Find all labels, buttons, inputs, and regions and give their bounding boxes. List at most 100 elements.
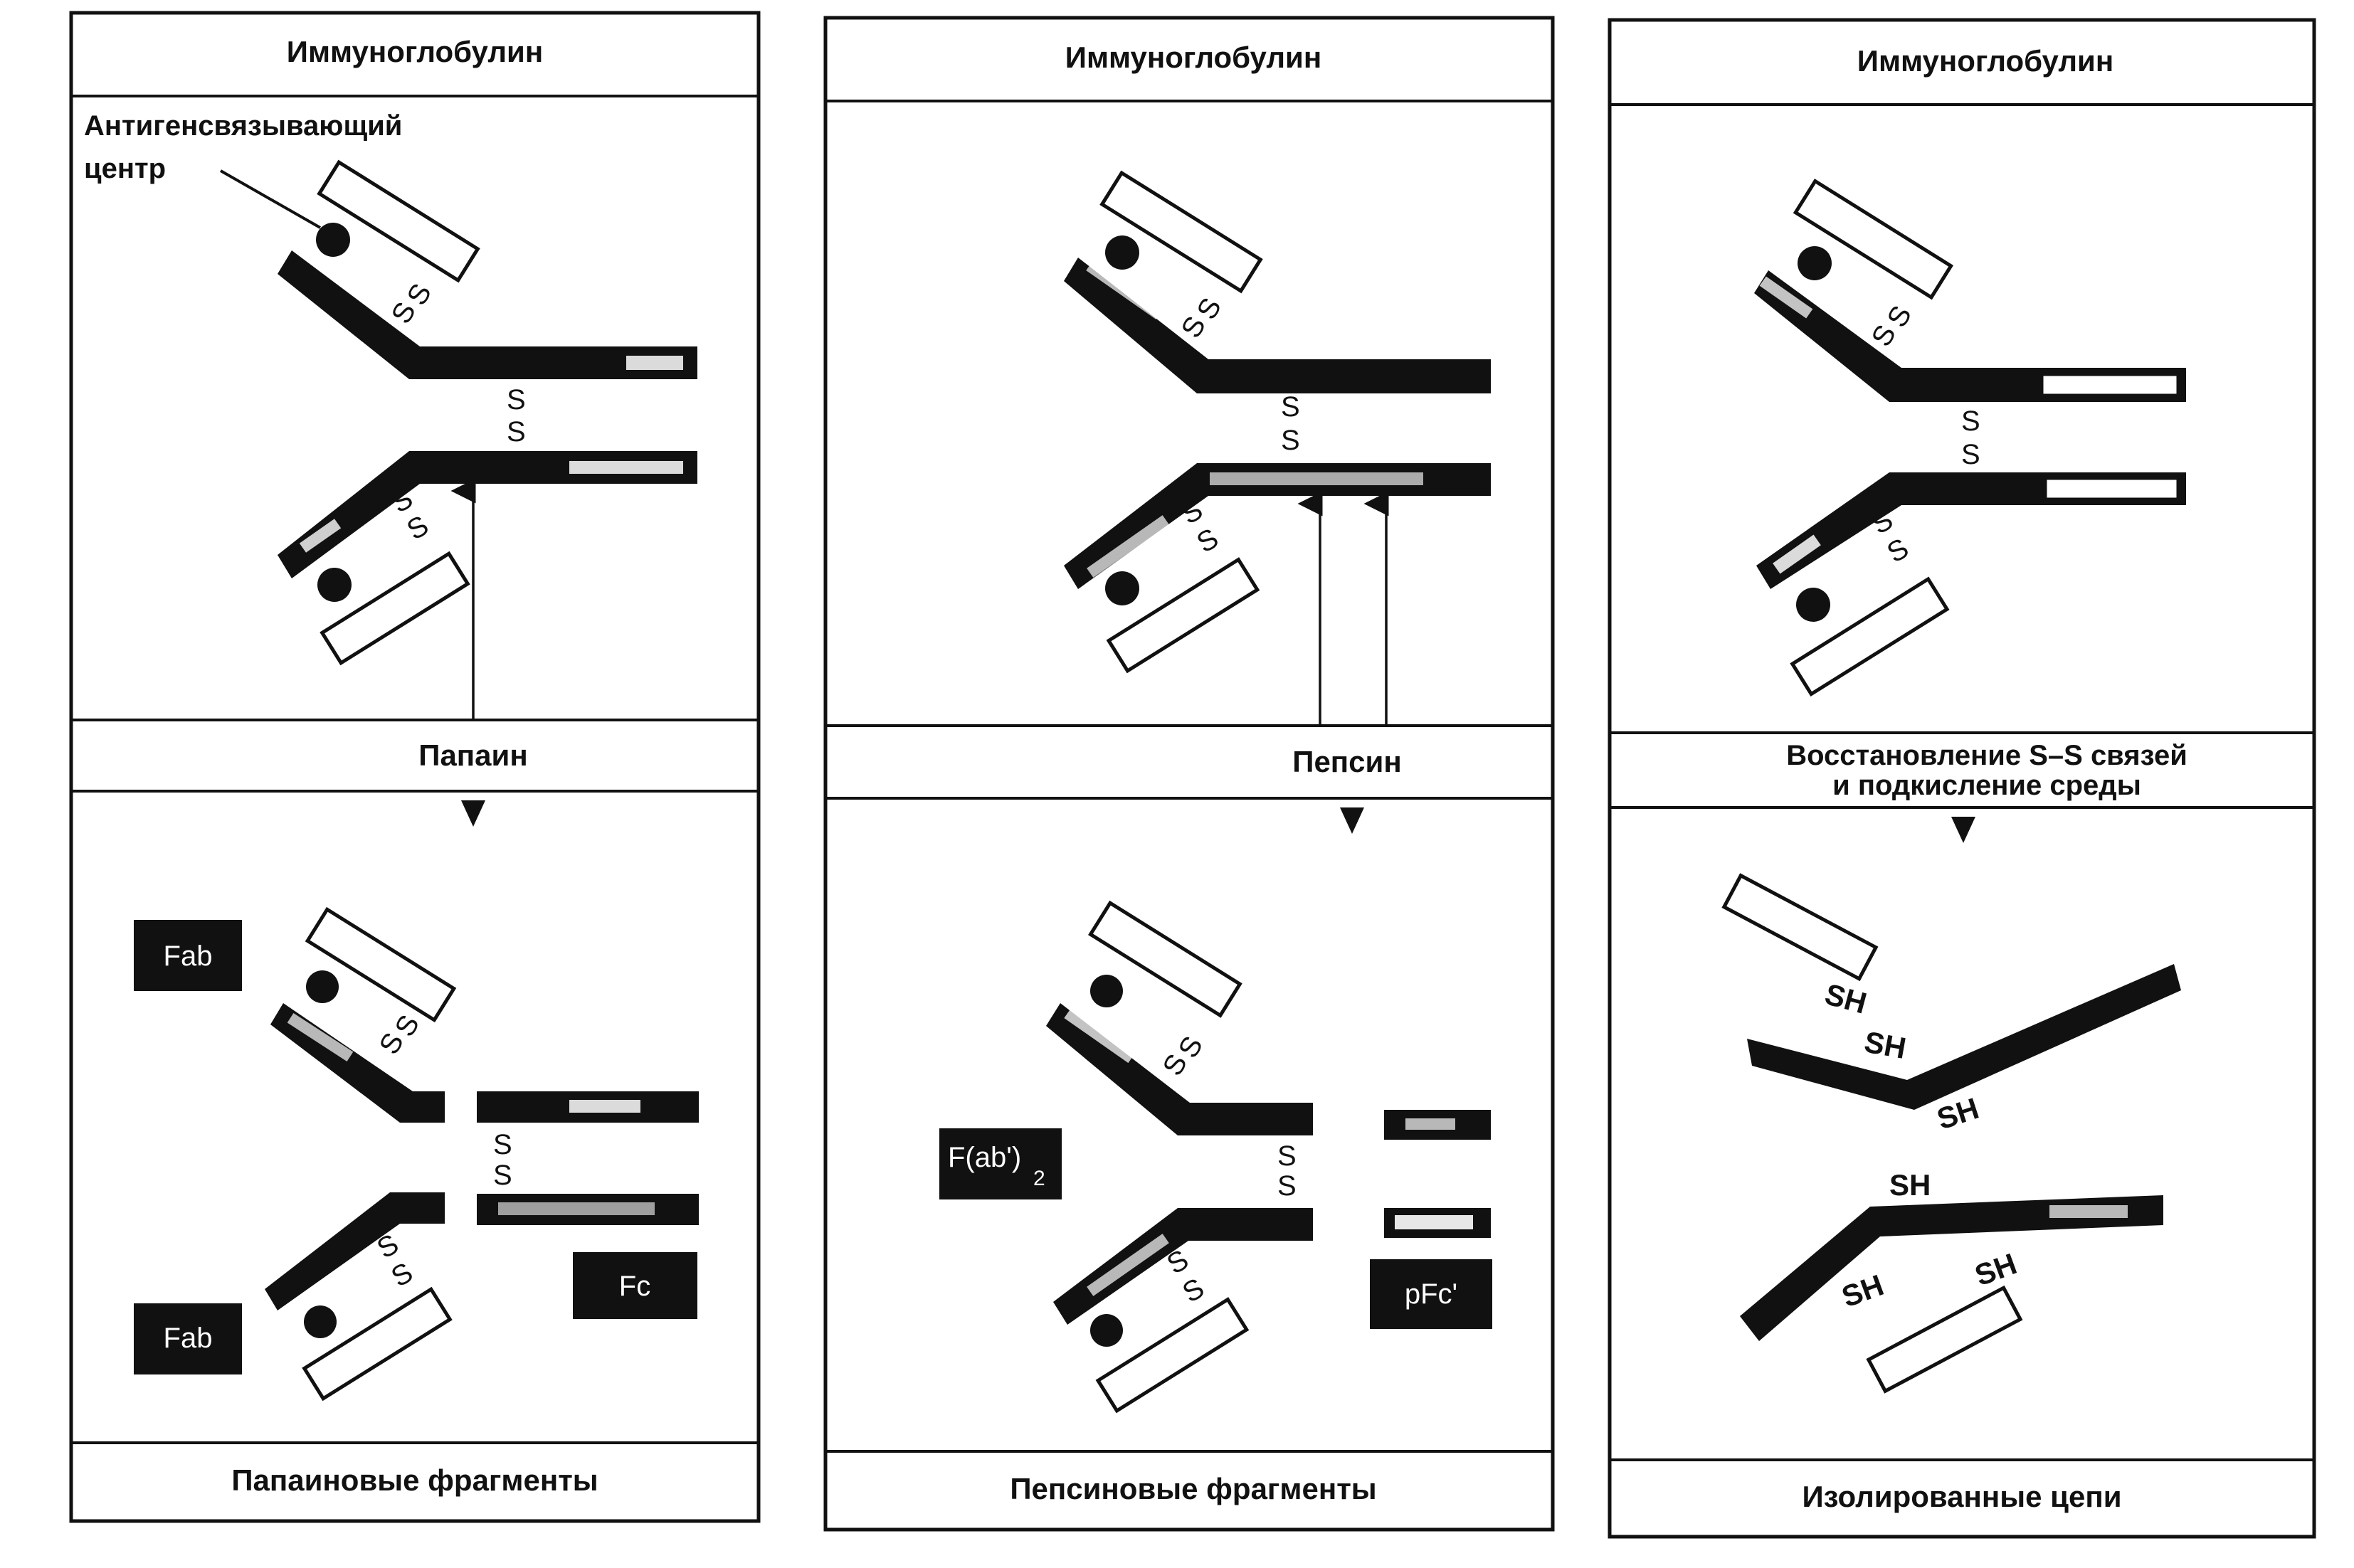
upper-light-chain: [1793, 179, 1954, 300]
panel-1-caption: Папаиновые фрагменты: [231, 1463, 598, 1497]
fab-light-chain: [302, 1286, 453, 1402]
site-pointer-line: [220, 169, 321, 229]
panel-2-title: Иммуноглобулин: [1065, 41, 1321, 74]
sh-label: SH: [1970, 1246, 2021, 1292]
treatment-label-line2: и подкисление среды: [1832, 770, 2141, 801]
fab-heavy-fragment: [265, 1192, 445, 1310]
digest-direction-arrow: [1951, 817, 1975, 843]
fab2-chip-label: F(ab'): [948, 1142, 1021, 1173]
fc-chip-label: Fc: [619, 1271, 650, 1302]
lower-heavy-highlight: [1087, 515, 1169, 578]
lower-heavy-highlight: [1773, 534, 1821, 574]
panel-3-title: Иммуноглобулин: [1857, 44, 2113, 78]
fab2-hinge-bond-letter: S: [1277, 1170, 1297, 1202]
upper-fab-arm: S S: [1064, 170, 1491, 393]
fc-highlight: [498, 1202, 655, 1215]
fc-bond-letter: S: [493, 1129, 512, 1160]
fc-bond-letter: S: [493, 1160, 512, 1191]
panel-2-caption: Пепсиновые фрагменты: [1010, 1472, 1376, 1505]
hinge-bond-letter: S: [1961, 439, 1980, 470]
fc-highlight: [569, 1100, 640, 1113]
isolated-chains: SH SH SH SH SH SH: [1721, 873, 2181, 1394]
digest-direction-arrow: [1340, 807, 1364, 834]
antigen-binding-site-label-line2: центр: [84, 153, 166, 184]
fab-chip-label: Fab: [164, 941, 213, 972]
fab2-hinge-bond-letter: S: [1277, 1140, 1297, 1172]
lower-light-chain: [1106, 557, 1260, 674]
lower-fab-arm: S S: [278, 451, 697, 666]
lower-light-chain: [320, 551, 470, 666]
fab2-heavy-chain-lower: [1053, 1208, 1313, 1325]
pfc-highlight: [1405, 1118, 1455, 1130]
panel-1-frame: [69, 11, 761, 1523]
lower-heavy-chain: [1756, 472, 2186, 589]
lower-fab-arm: S S: [1064, 463, 1491, 674]
fab-chip-label: Fab: [164, 1323, 213, 1354]
fab-light-chain: [305, 906, 457, 1023]
digest-direction-arrow: [461, 800, 485, 827]
sh-label: SH: [1889, 1168, 1931, 1202]
fab-heavy-highlight: [287, 1013, 354, 1061]
papain-fragments: Fab S S S S Fc S S Fab: [134, 906, 699, 1402]
panel-3-frame: [1608, 18, 2316, 1539]
lower-heavy-chain-highlight: [569, 461, 683, 474]
panel-3-caption: Изолированные цепи: [1802, 1480, 2121, 1513]
lower-heavy-highlight: [1210, 472, 1423, 485]
hinge-bond-letter: S: [1961, 406, 1980, 437]
lower-heavy-chain-highlight: [299, 519, 342, 553]
fab-chip: [134, 1303, 242, 1374]
pepsin-fragments: S S S S S S F(ab') 2 pFc': [939, 900, 1492, 1414]
lower-fab-arm: S S: [1756, 472, 2186, 696]
lower-arm-bond-letter: S: [1192, 522, 1224, 558]
antigen-binding-site-dot: [317, 568, 352, 602]
antigen-binding-site-label-line1: Антигенсвязывающий: [84, 110, 402, 142]
fab2-bond-letter: S: [1178, 1272, 1210, 1308]
upper-heavy-chain-highlight: [626, 356, 683, 370]
fab-chip: [134, 920, 242, 991]
fab2-highlight: [1064, 1008, 1135, 1064]
panel-papain: Иммуноглобулин Антигенсвязывающий центр …: [69, 11, 761, 1523]
antigen-binding-site-dot: [1105, 235, 1139, 270]
pfc-highlight: [1395, 1215, 1473, 1229]
panel-reduction: Иммуноглобулин S S S S S S Восстановлени…: [1608, 18, 2316, 1539]
lower-heavy-highlight: [2044, 477, 2179, 500]
fc-chip: [573, 1252, 697, 1319]
antigen-binding-site-dot: [306, 970, 339, 1003]
free-heavy-chain: [1740, 1195, 2163, 1341]
free-light-chain: [1866, 1285, 2023, 1394]
lower-light-chain: [1790, 576, 1950, 696]
hinge-bond-letter: S: [507, 384, 526, 415]
upper-fab-arm: S S: [278, 159, 697, 379]
upper-heavy-highlight: [2041, 374, 2179, 396]
antigen-binding-site-dot: [1090, 1314, 1123, 1347]
fab2-chip: [939, 1128, 1062, 1199]
treatment-label-line1: Восстановление S–S связей: [1786, 740, 2187, 771]
upper-light-chain: [317, 159, 480, 283]
antigen-binding-site-dot: [1090, 975, 1123, 1007]
pfc-chip-label: pFc': [1405, 1278, 1457, 1310]
antigen-binding-site-dot: [316, 223, 350, 257]
upper-heavy-highlight: [1759, 276, 1813, 319]
pfc-chip: [1370, 1259, 1492, 1329]
enzyme-label-papain: Папаин: [418, 738, 527, 772]
fab2-highlight: [1087, 1234, 1169, 1296]
upper-heavy-chain: [278, 250, 697, 379]
antigen-binding-site-dot: [1105, 571, 1139, 605]
enzyme-label-pepsin: Пепсин: [1292, 745, 1401, 778]
upper-light-chain: [1099, 170, 1263, 294]
lower-arm-bond-letter: S: [1882, 532, 1914, 568]
upper-heavy-highlight: [1086, 261, 1163, 319]
fab2-chip-subscript: 2: [1033, 1167, 1045, 1190]
panel-pepsin: Иммуноглобулин S S S S S S Пепсин: [823, 16, 1555, 1532]
free-heavy-highlight: [2049, 1205, 2128, 1218]
fab2-light-chain: [1095, 1297, 1250, 1414]
free-light-chain: [1721, 873, 1879, 982]
antigen-binding-site-dot: [1798, 246, 1832, 280]
hinge-bond-letter: S: [1281, 391, 1300, 423]
free-heavy-chain: [1747, 964, 2181, 1110]
antigen-binding-site-dot: [1796, 588, 1830, 622]
upper-fab-arm: S S: [1754, 179, 2186, 402]
sh-label: SH: [1822, 977, 1871, 1020]
upper-heavy-chain: [1754, 270, 2186, 402]
panel-1-title: Иммуноглобулин: [287, 35, 543, 68]
